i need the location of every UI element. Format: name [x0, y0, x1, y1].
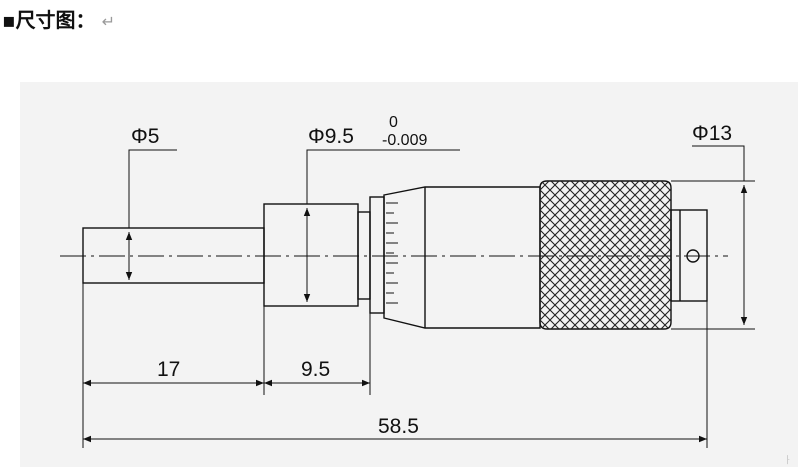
shaft-length-label: 17	[157, 358, 180, 381]
page-heading: ▪尺寸图： ↵	[2, 4, 115, 33]
collar-step	[369, 196, 385, 314]
tolerance-upper-label: 0	[389, 114, 398, 131]
knurl-pattern	[540, 181, 671, 329]
sleeve-body	[263, 203, 359, 307]
thimble-diameter-label: Φ13	[692, 122, 732, 145]
sleeve-length-label: 9.5	[301, 358, 330, 381]
phi9-5-leader	[306, 149, 460, 204]
heading-text: 尺寸图：	[15, 8, 96, 32]
overall-length-label: 58.5	[378, 415, 419, 438]
stray-mark: ⸠	[786, 454, 791, 464]
phi13-leader	[692, 145, 745, 181]
graduated-thimble	[383, 186, 541, 329]
tolerance-lower-label: -0.009	[382, 132, 427, 149]
phi5-leader	[128, 149, 177, 228]
heading-bullet: ▪	[2, 8, 16, 32]
thimble-graduations	[386, 202, 398, 304]
shaft-diameter-label: Φ5	[131, 125, 159, 148]
extension-lines	[82, 180, 755, 448]
return-mark-icon: ↵	[101, 12, 115, 31]
sleeve-diameter-label: Φ9.5	[308, 125, 354, 148]
